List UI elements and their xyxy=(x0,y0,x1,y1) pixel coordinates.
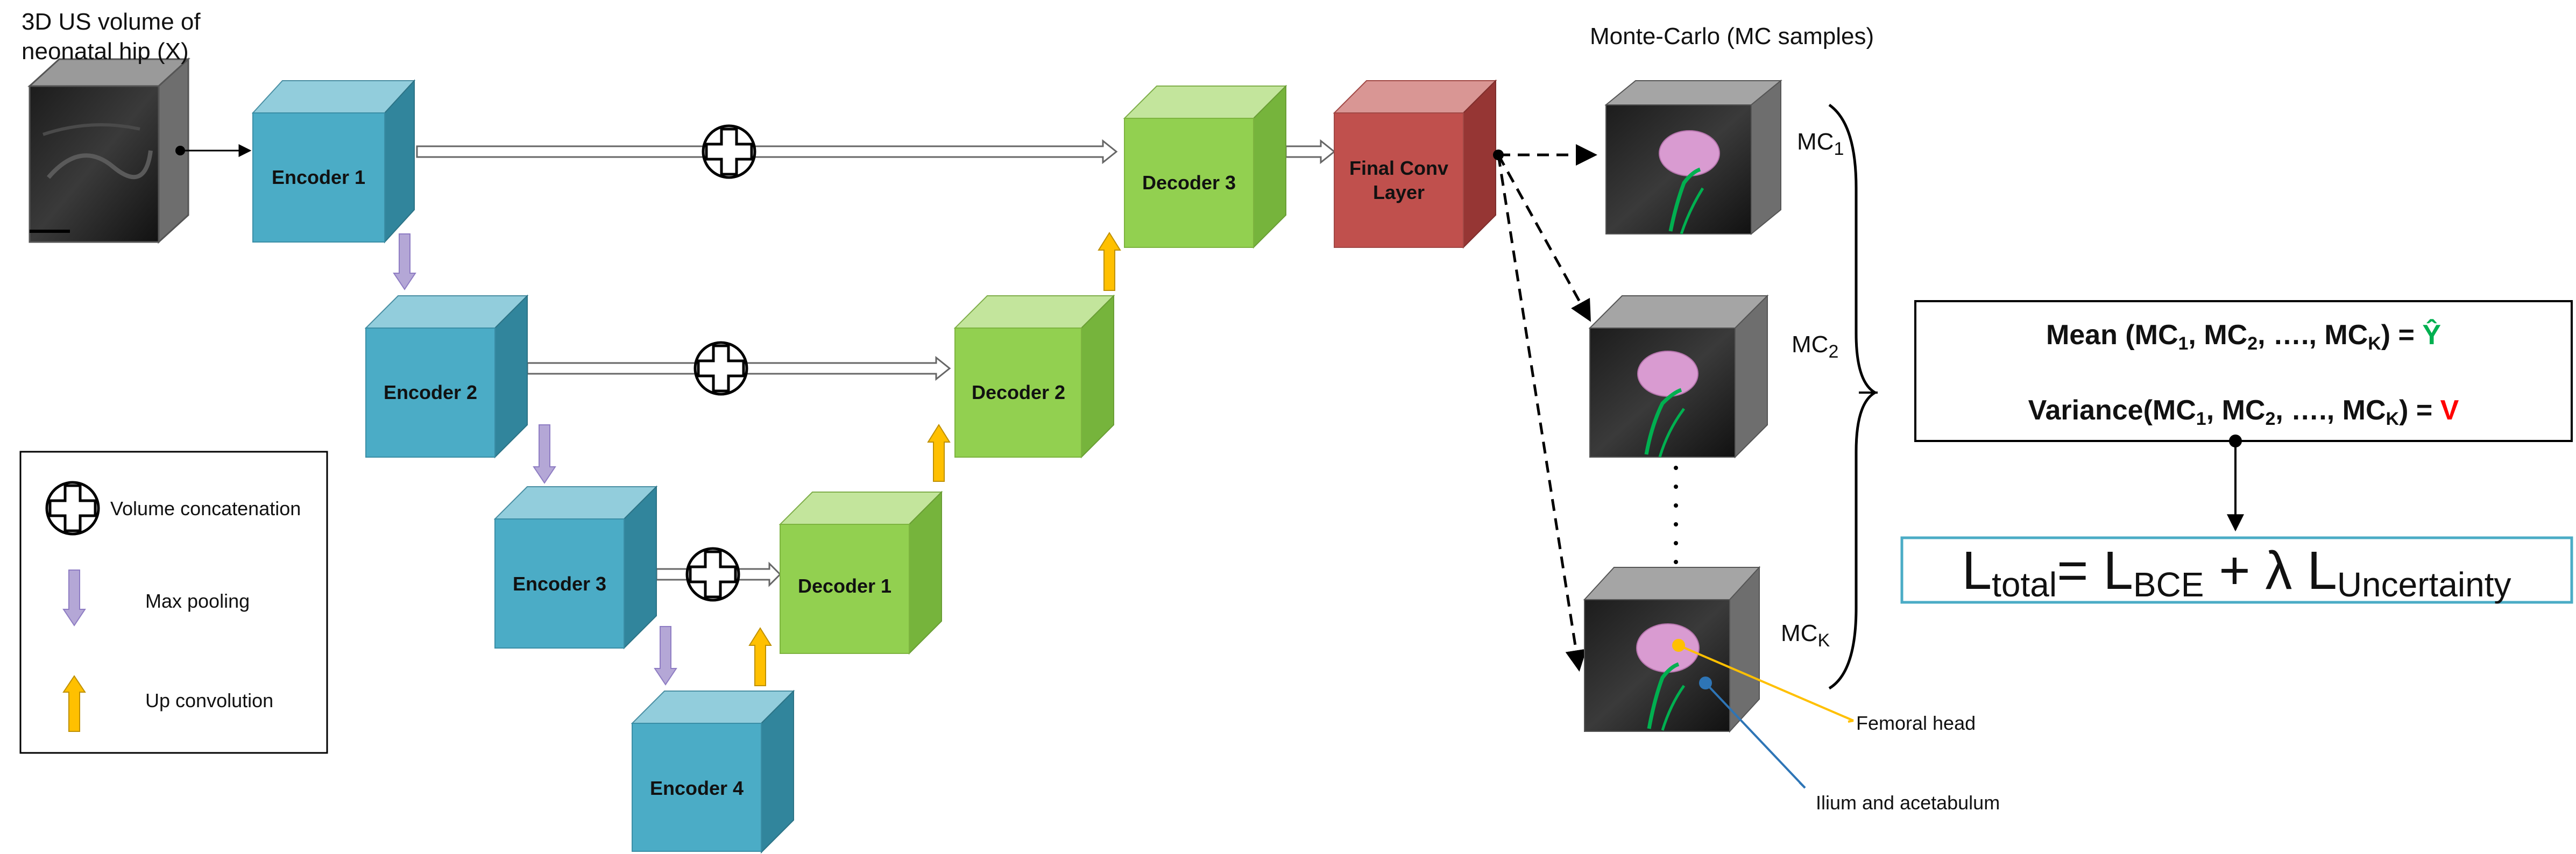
mc-sample-1-volume xyxy=(1604,79,1782,236)
mc-label-k: MCK xyxy=(1781,620,1830,651)
loss-box xyxy=(1900,536,2573,604)
decoder-2-block xyxy=(953,294,1115,459)
decoder-2-label: Decoder 2 xyxy=(972,381,1065,403)
encoder-4-block xyxy=(631,689,795,854)
ilium-acetabulum-label: Ilium and acetabulum xyxy=(1816,792,2000,814)
encoder-2-label: Encoder 2 xyxy=(384,381,477,403)
legend-concat-icon xyxy=(47,482,98,534)
concat-icon-3 xyxy=(687,549,739,600)
mc-label-1: MC1 xyxy=(1797,129,1844,159)
legend-maxpool-label: Max pooling xyxy=(145,590,250,612)
decoder3-to-final-arrow xyxy=(1285,139,1336,165)
final-conv-label-line1: Final Conv xyxy=(1349,157,1448,179)
stats-box xyxy=(1914,300,2573,442)
femoral-pointer-line xyxy=(1672,639,1854,722)
input-label-line1: 3D US volume of xyxy=(22,9,201,35)
femoral-head-label: Femoral head xyxy=(1856,712,1976,734)
final-conv-block xyxy=(1333,79,1497,249)
skip-connection-1 xyxy=(416,126,1118,177)
input-label-line2: neonatal hip (X) xyxy=(22,38,189,65)
encoder-1-label: Encoder 1 xyxy=(272,166,365,188)
concat-icon-1 xyxy=(703,126,755,177)
maxpool-arrow-1 xyxy=(393,233,416,290)
legend-upconv-label: Up convolution xyxy=(145,689,273,711)
mc-sample-2-volume xyxy=(1588,294,1769,459)
legend-concat-label: Volume concatenation xyxy=(110,497,301,519)
mc-label-2: MC2 xyxy=(1792,331,1838,362)
mc-title: Monte-Carlo (MC samples) xyxy=(1590,23,1874,49)
encoder-4-label: Encoder 4 xyxy=(650,777,744,799)
variance-equation: Variance(MC1, MC2, …., MCK) = V xyxy=(2028,395,2459,429)
mc-brace xyxy=(1828,103,1878,690)
encoder-2-block xyxy=(364,294,529,459)
skip-connection-2 xyxy=(526,343,951,394)
decoder-1-block xyxy=(779,490,943,655)
encoder-3-label: Encoder 3 xyxy=(513,573,606,595)
encoder-1-block xyxy=(251,79,416,244)
ilium-pointer-line xyxy=(1699,677,1806,789)
final-conv-label-line2: Layer xyxy=(1373,181,1425,203)
mc-ellipsis-dots xyxy=(1674,466,1678,564)
loss-equation: Ltotal= LBCE + λ LUncertainty xyxy=(1962,540,2511,604)
mc-sample-k-volume xyxy=(1583,566,1761,733)
upconv-arrow-2 xyxy=(927,424,951,482)
input-volume xyxy=(27,57,190,244)
mc-branch-dot xyxy=(1493,150,1504,160)
femoral-pointer-tip xyxy=(1848,720,1854,723)
upconv-arrow-1 xyxy=(748,627,772,686)
skip-connection-3 xyxy=(655,549,782,600)
maxpool-arrow-2 xyxy=(533,424,556,484)
maxpool-arrow-3 xyxy=(654,626,677,686)
mc-arrow-2 xyxy=(1497,154,1591,322)
decoder-3-label: Decoder 3 xyxy=(1142,172,1236,194)
encoder-3-block xyxy=(493,485,658,650)
upconv-arrow-3 xyxy=(1098,232,1121,291)
concat-icon-2 xyxy=(695,343,747,394)
legend-upconv-icon xyxy=(62,675,86,732)
mean-equation: Mean (MC1, MC2, …., MCK) = Ŷ xyxy=(2046,319,2441,354)
ilium-pointer-tip xyxy=(1799,781,1806,789)
mc-arrow-k xyxy=(1497,154,1587,672)
decoder-3-block xyxy=(1123,84,1287,249)
legend-maxpool-icon xyxy=(62,570,86,627)
decoder-1-label: Decoder 1 xyxy=(798,575,891,597)
